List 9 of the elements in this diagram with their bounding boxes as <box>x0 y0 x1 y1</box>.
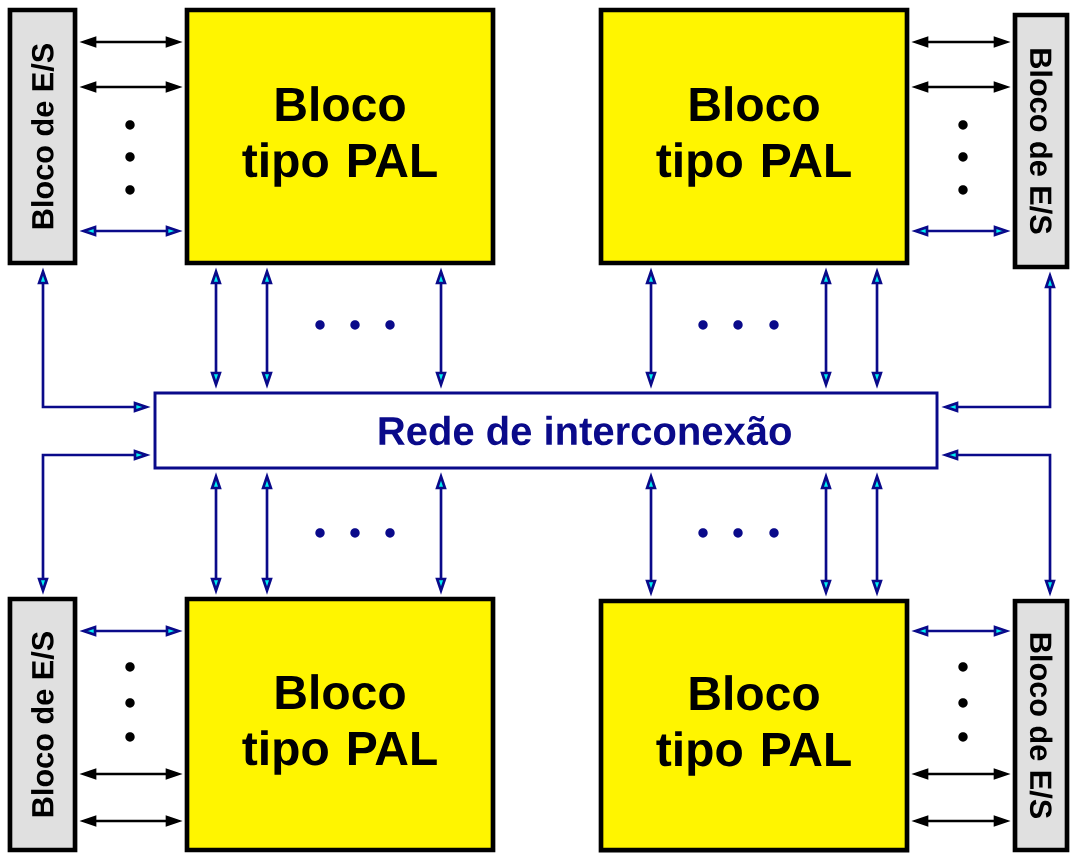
logic-block-box: Bloco tipo PAL <box>598 7 910 266</box>
io-block-box: Bloco de E/S <box>7 7 78 266</box>
interconnect-box: Rede de interconexão <box>153 391 939 470</box>
logic-block-box: Bloco tipo PAL <box>184 596 496 853</box>
io-block-box: Bloco de E/S <box>1012 598 1070 853</box>
io-block-box: Bloco de E/S <box>7 596 78 853</box>
logic-block-box: Bloco tipo PAL <box>598 598 910 853</box>
io-block-box: Bloco de E/S <box>1012 12 1070 270</box>
logic-block-box: Bloco tipo PAL <box>184 7 496 266</box>
